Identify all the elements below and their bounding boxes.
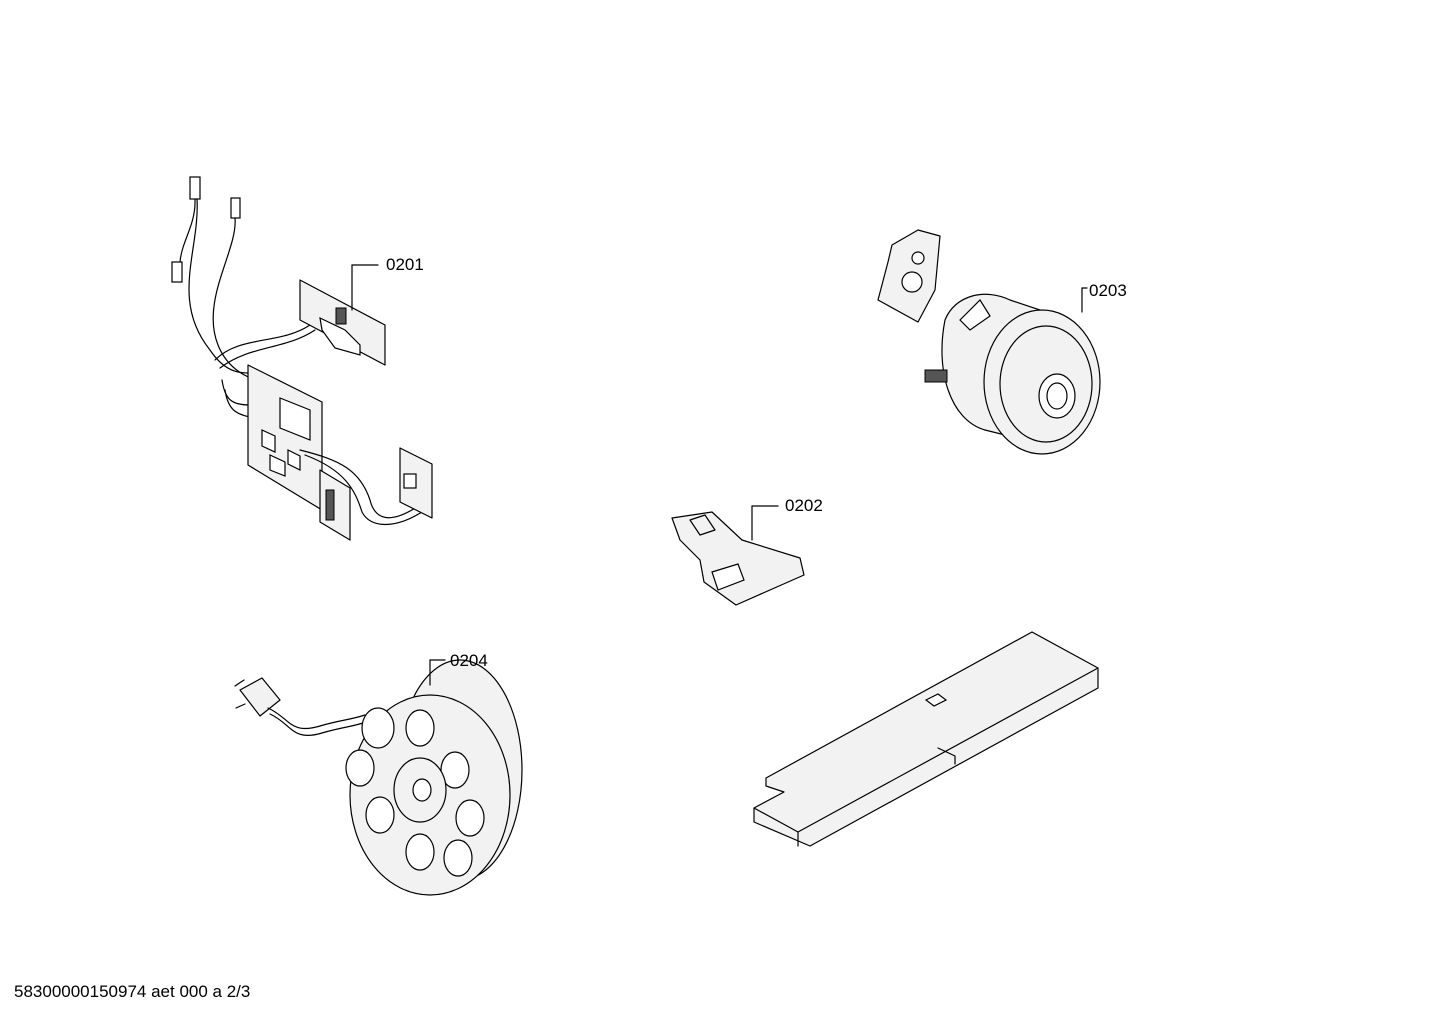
part-label-0201: 0201 xyxy=(386,255,424,274)
clip-bracket-icon xyxy=(671,505,805,606)
part-label-0203: 0203 xyxy=(1089,281,1127,300)
document-footer-id: 58300000150974 aet 000 a 2/3 xyxy=(14,982,251,1001)
cable-reel-icon xyxy=(234,659,523,896)
flat-plate-icon xyxy=(753,631,1099,847)
motor-icon xyxy=(877,229,1101,455)
part-label-0204: 0204 xyxy=(450,651,488,670)
electronics-module-icon xyxy=(171,176,433,541)
part-label-0202: 0202 xyxy=(785,496,823,515)
